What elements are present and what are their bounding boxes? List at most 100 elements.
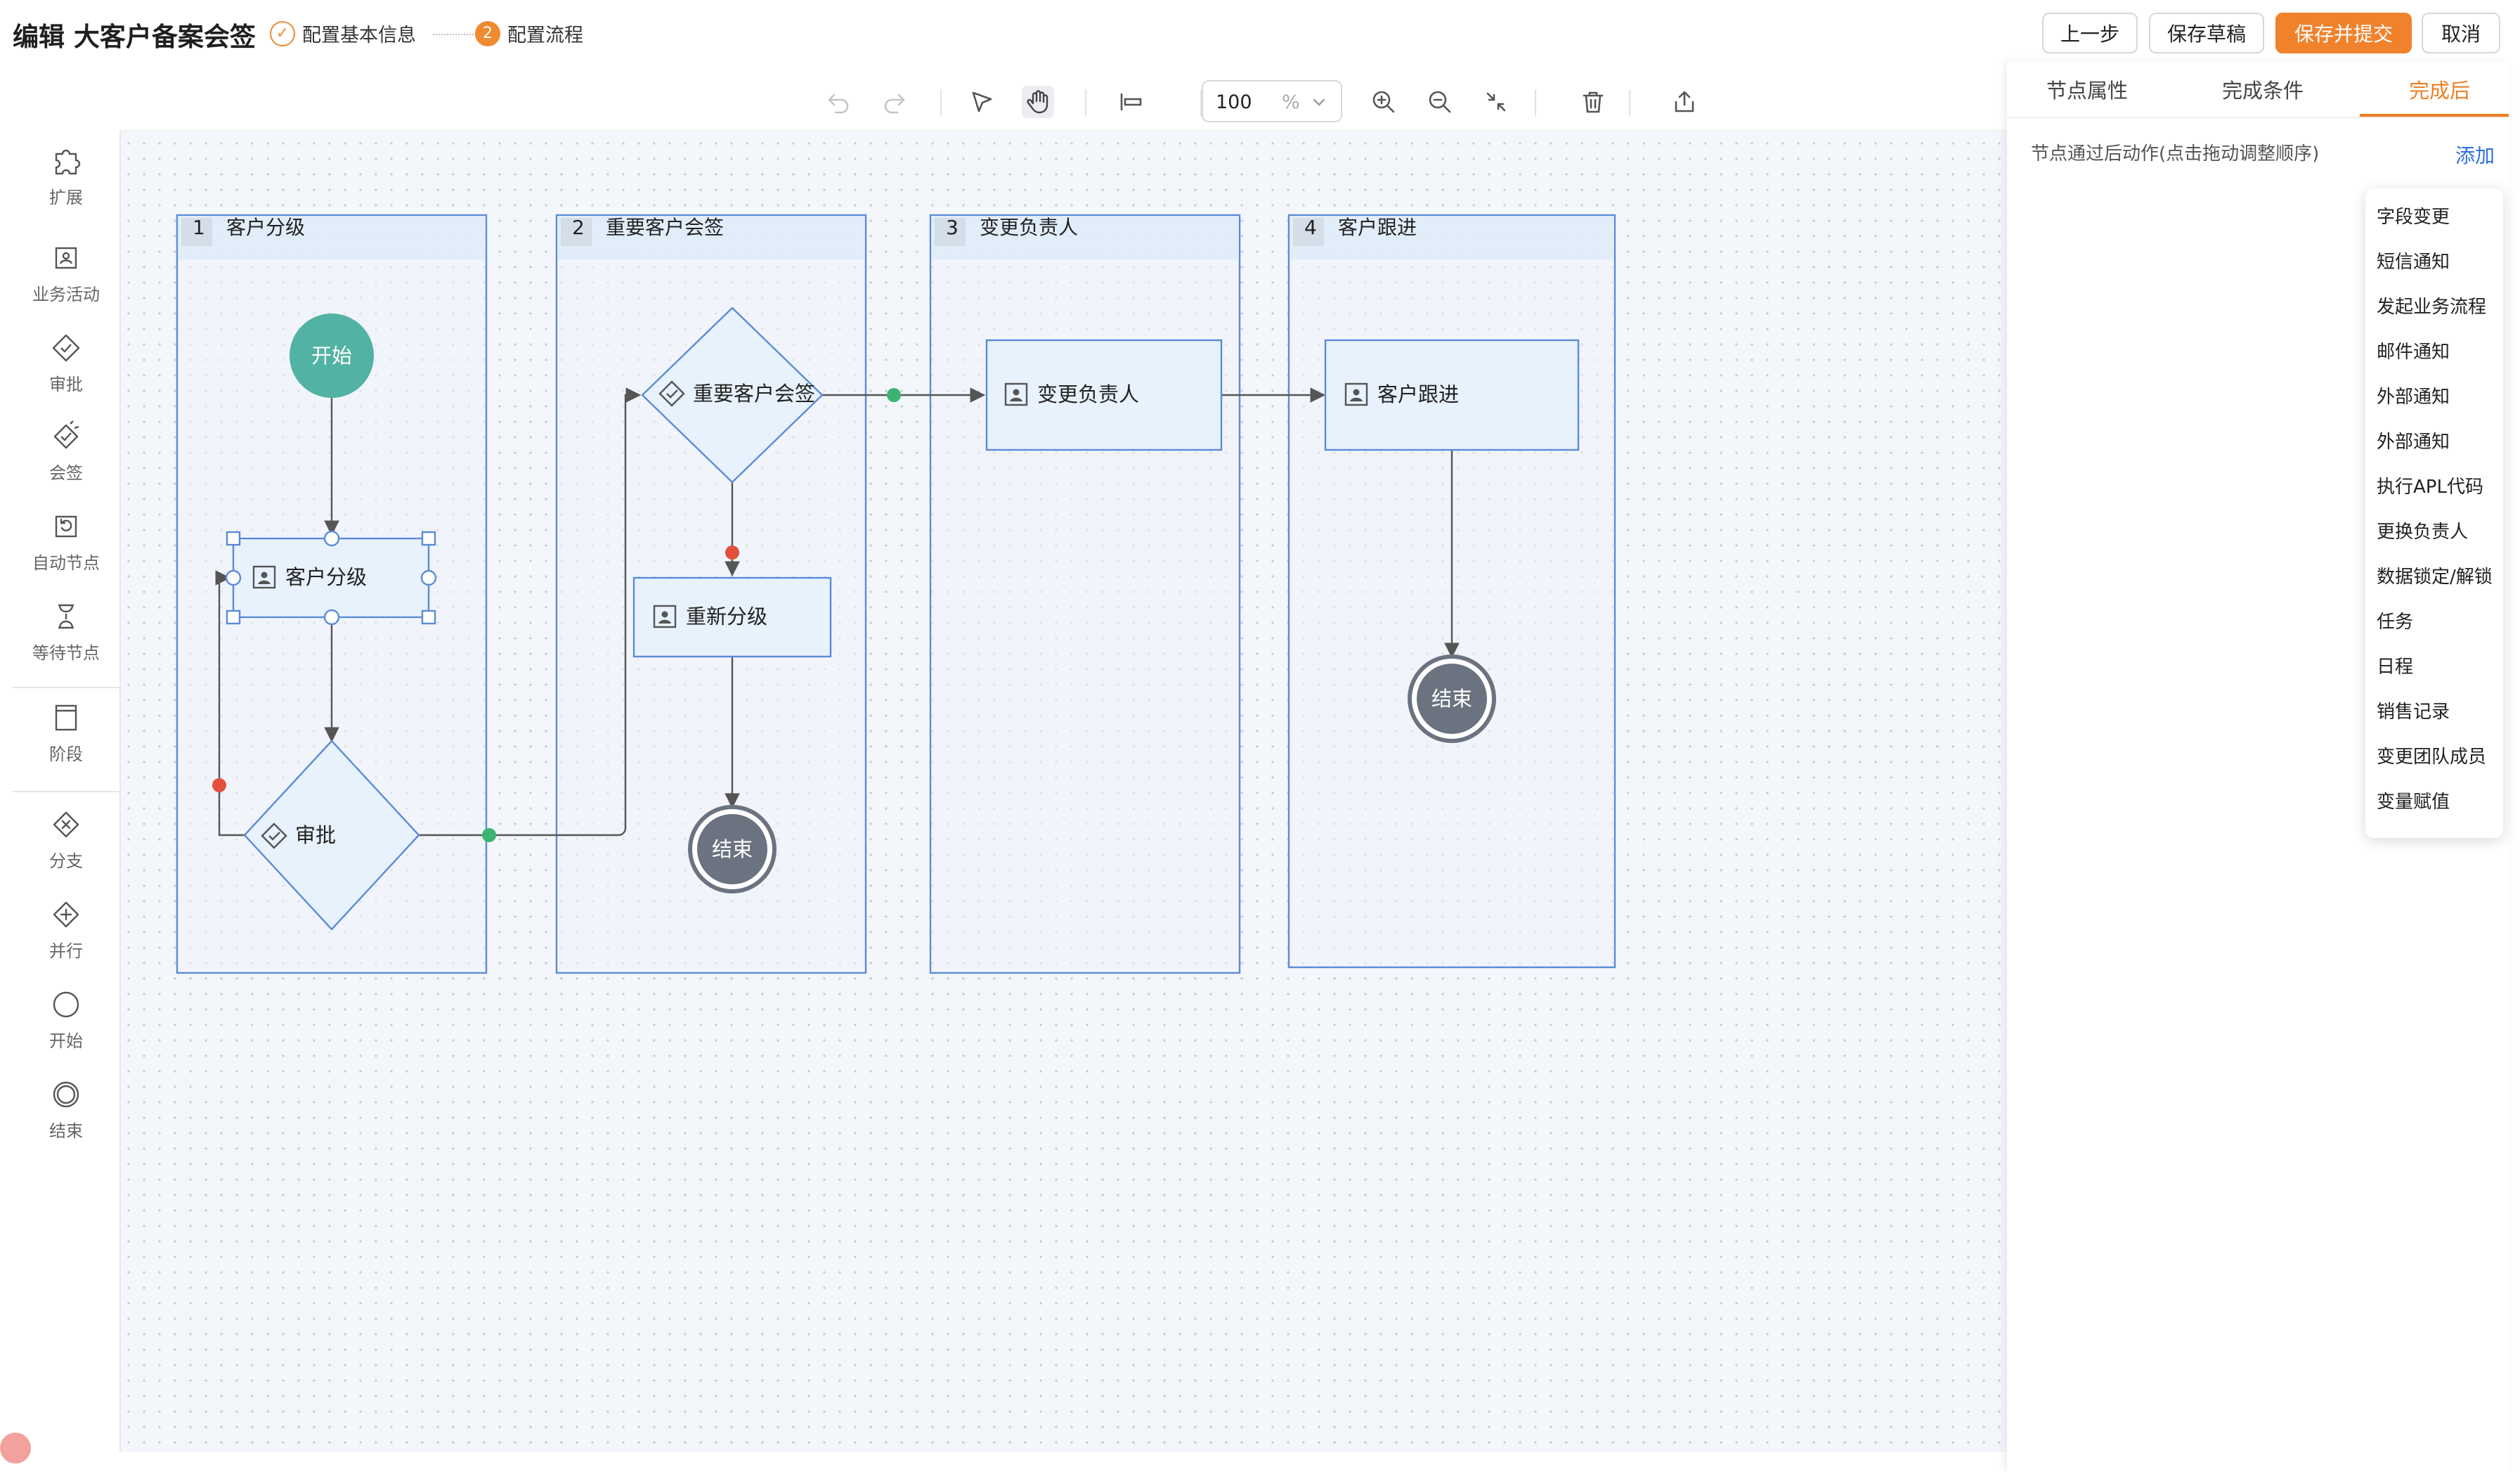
countersign-icon [53, 420, 79, 449]
palette-label: 会签 [49, 463, 83, 483]
dropdown-item[interactable]: 发起业务流程 [2377, 297, 2487, 318]
lane-number: 3 [946, 216, 959, 239]
save-draft-button[interactable]: 保存草稿 [2149, 13, 2264, 53]
palette-item-extension[interactable]: 扩展 [13, 143, 119, 208]
palette-label: 等待节点 [32, 643, 100, 663]
export-icon[interactable] [1668, 86, 1701, 118]
palette-item-branch[interactable]: 分支 [13, 806, 119, 872]
prev-step-button[interactable]: 上一步 [2042, 13, 2138, 53]
page-title: 编辑 大客户备案会签 [13, 22, 256, 52]
palette-item-auto-node[interactable]: 自动节点 [13, 508, 119, 574]
dropdown-item[interactable]: 外部通知 [2377, 387, 2450, 408]
lane-change-owner[interactable]: 3 变更负责人 [929, 214, 1241, 974]
zoom-out-icon[interactable] [1424, 86, 1456, 118]
zoom-input[interactable]: 100 [1216, 91, 1252, 113]
step-basic-info[interactable]: ✓ 配置基本信息 [270, 20, 416, 47]
palette-divider [13, 687, 119, 688]
lane-title: 客户跟进 [1338, 216, 1417, 239]
step-label: 配置基本信息 [302, 25, 416, 46]
node-label: 变更负责人 [1037, 382, 1139, 406]
palette-item-countersign[interactable]: 会签 [13, 418, 119, 484]
lane-number: 4 [1304, 216, 1317, 239]
lane-number: 1 [193, 216, 205, 239]
edge-approve-to-countersign[interactable] [419, 387, 642, 837]
toolbar-divider [1629, 89, 1630, 116]
step-divider [433, 34, 474, 35]
canvas-toolbar [13, 74, 2007, 131]
dropdown-item[interactable]: 短信通知 [2377, 252, 2450, 273]
palette-item-parallel[interactable]: 并行 [13, 896, 119, 962]
node-start[interactable]: 开始 [290, 314, 374, 398]
dropdown-item[interactable]: 日程 [2377, 657, 2414, 678]
node-end-1[interactable]: 结束 [688, 805, 777, 893]
palette-label: 开始 [49, 1031, 83, 1051]
palette-item-stage[interactable]: 阶段 [13, 699, 119, 765]
cancel-button[interactable]: 取消 [2422, 13, 2500, 53]
dropdown-item[interactable]: 邮件通知 [2377, 342, 2450, 363]
palette-label: 分支 [49, 851, 83, 871]
end-circle-icon [53, 1081, 79, 1108]
save-submit-button[interactable]: 保存并提交 [2275, 13, 2412, 53]
dropdown-item[interactable]: 外部通知 [2377, 432, 2450, 453]
palette-item-end[interactable]: 结束 [13, 1076, 119, 1142]
node-reclassify[interactable]: 重新分级 [632, 576, 832, 658]
tab-node-properties[interactable]: 节点属性 [2046, 79, 2129, 103]
properties-panel: 节点属性 完成条件 完成后 节点通过后动作(点击拖动调整顺序) 添加 字段变更 … [2007, 62, 2509, 1472]
stage-icon [55, 704, 77, 731]
flow-edges [215, 387, 1460, 837]
dropdown-item[interactable]: 销售记录 [2377, 702, 2450, 723]
zoom-in-icon[interactable] [1368, 86, 1400, 118]
dropdown-item[interactable]: 任务 [2377, 612, 2414, 633]
node-palette: 扩展 业务活动 审批 会签 自动节点 等待节点 阶段 分支 并行 开始 结束 [13, 130, 121, 1452]
palette-item-start[interactable]: 开始 [13, 986, 119, 1052]
lane-title: 变更负责人 [980, 216, 1078, 239]
node-customer-follow-up[interactable]: 客户跟进 [1324, 339, 1580, 451]
step-number-badge: 2 [475, 20, 500, 46]
dropdown-item[interactable]: 执行APL代码 [2377, 477, 2483, 498]
zoom-unit: % [1282, 91, 1300, 113]
node-approve[interactable]: 审批 [243, 740, 420, 931]
edge-pass-dot [482, 828, 496, 842]
step-config-flow[interactable]: 2 配置流程 [475, 20, 583, 47]
selection-handles[interactable] [225, 530, 437, 626]
add-action-link[interactable]: 添加 [2455, 144, 2495, 167]
node-label: 重要客户会签 [693, 382, 815, 406]
puzzle-icon [55, 149, 81, 175]
align-icon[interactable] [1115, 86, 1147, 118]
dropdown-item[interactable]: 更换负责人 [2377, 522, 2469, 543]
node-label: 结束 [1431, 687, 1472, 711]
dropdown-item[interactable]: 变量赋值 [2377, 792, 2450, 813]
node-change-owner[interactable]: 变更负责人 [985, 339, 1223, 451]
node-customer-classify[interactable]: 客户分级 [225, 530, 437, 626]
palette-label: 并行 [49, 941, 83, 961]
zoom-select[interactable]: 100 % [1202, 80, 1342, 122]
tab-completion-conditions[interactable]: 完成条件 [2222, 79, 2304, 103]
dropdown-item[interactable]: 字段变更 [2377, 207, 2450, 228]
hourglass-icon [58, 604, 74, 629]
palette-label: 业务活动 [32, 285, 100, 304]
redo-icon[interactable] [878, 86, 911, 118]
dropdown-item[interactable]: 变更团队成员 [2377, 747, 2487, 768]
scroll-indicator[interactable] [0, 1433, 31, 1464]
tab-after-completion[interactable]: 完成后 [2409, 79, 2471, 103]
dropdown-item[interactable]: 数据锁定/解锁 [2377, 567, 2493, 588]
select-pointer-icon[interactable] [966, 86, 998, 118]
auto-node-icon [55, 515, 77, 538]
node-label: 客户跟进 [1377, 382, 1459, 406]
undo-icon[interactable] [822, 86, 855, 118]
palette-item-activity[interactable]: 业务活动 [13, 240, 119, 305]
palette-label: 扩展 [49, 188, 83, 207]
hand-pan-icon[interactable] [1022, 86, 1054, 118]
lane-title: 客户分级 [226, 216, 305, 239]
node-end-2[interactable]: 结束 [1408, 654, 1496, 743]
chevron-down-icon[interactable] [1310, 93, 1328, 111]
palette-item-wait-node[interactable]: 等待节点 [13, 598, 119, 664]
fit-view-icon[interactable] [1480, 86, 1512, 118]
edge-approve-reject-loop[interactable] [215, 570, 245, 837]
delete-icon[interactable] [1577, 86, 1609, 118]
lane-number: 2 [572, 216, 585, 239]
node-key-countersign[interactable]: 重要客户会签 [641, 306, 824, 484]
action-hint: 节点通过后动作(点击拖动调整顺序) [2031, 143, 2320, 164]
palette-item-approval[interactable]: 审批 [13, 330, 119, 395]
active-tab-indicator [2360, 114, 2509, 117]
